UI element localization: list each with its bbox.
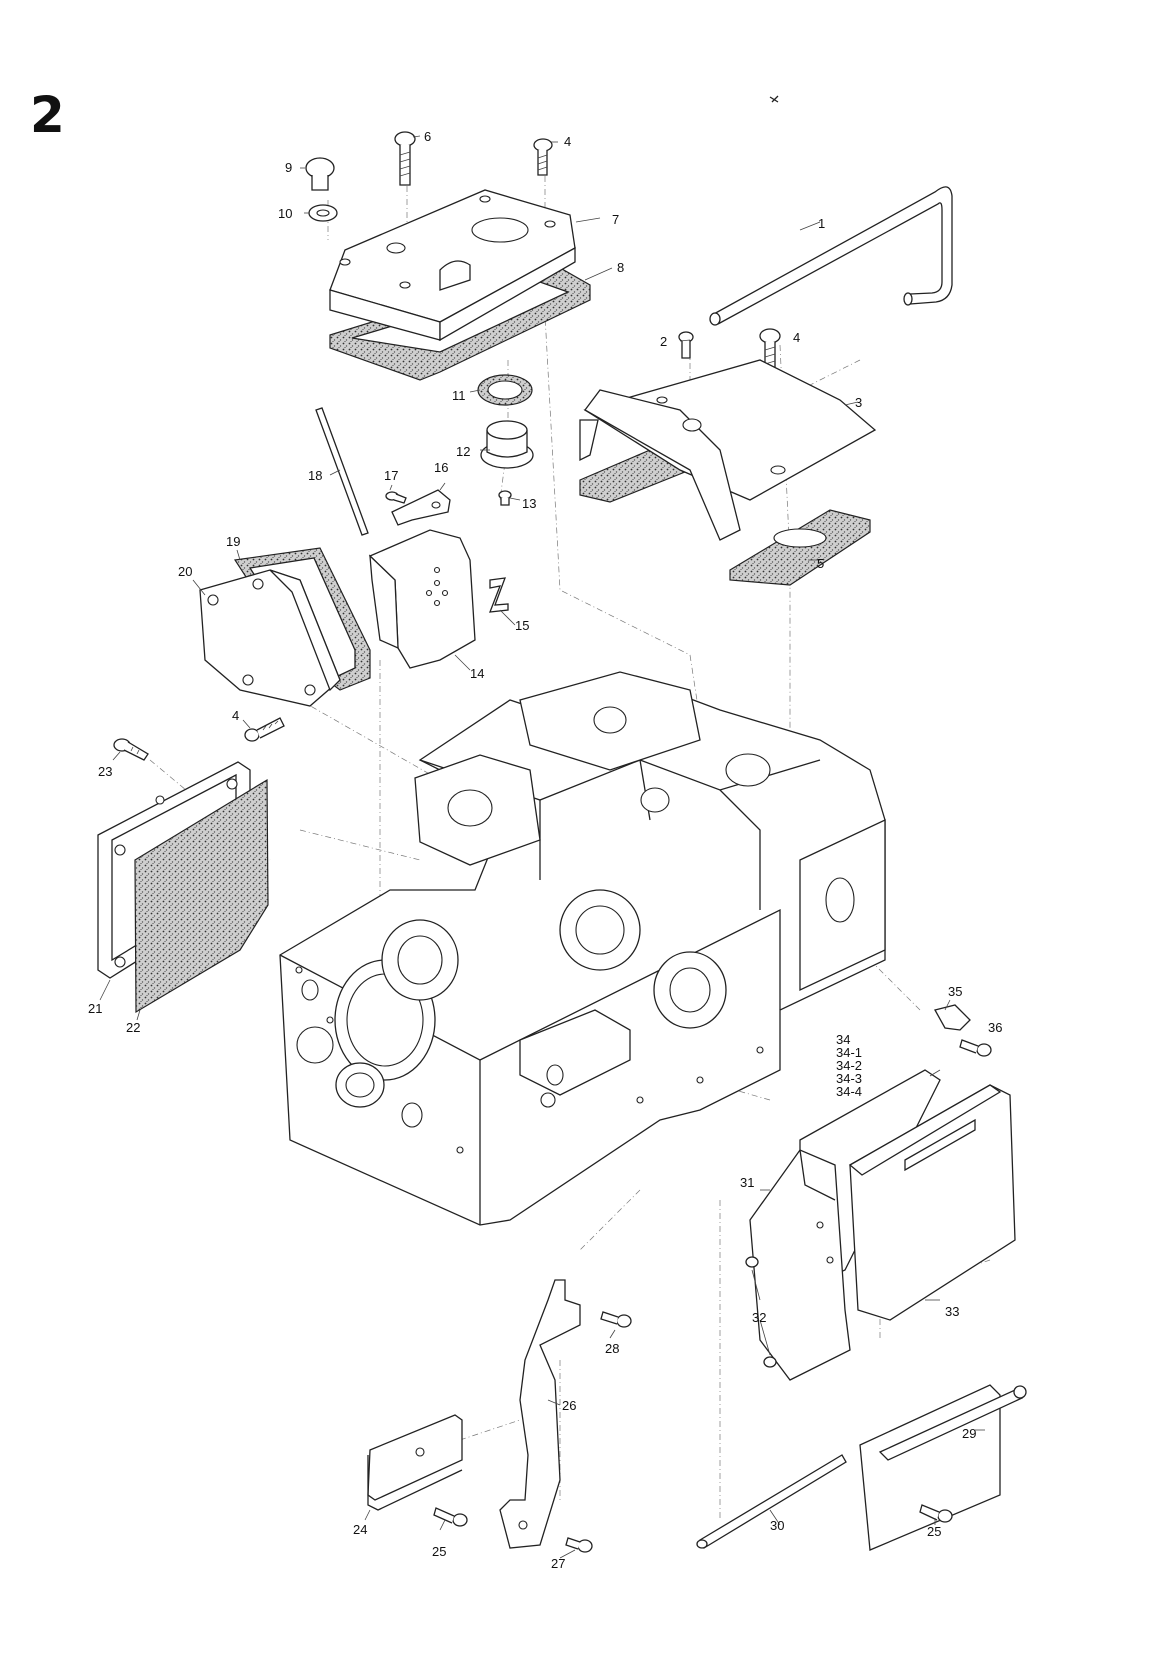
part-5-housing-gasket — [579, 449, 871, 586]
part-9-screw — [305, 157, 335, 191]
part-26-lever — [499, 1279, 581, 1549]
part-4-bolt-top — [533, 138, 553, 176]
part-20-side-cover — [199, 569, 341, 707]
callout-8: 6 — [424, 129, 431, 144]
callout-34-1: 34-1 — [836, 1045, 862, 1060]
callout-3: 3 — [855, 395, 862, 410]
callout-7: 8 — [617, 260, 624, 275]
callout-2: 2 — [660, 334, 667, 349]
callout-35: 35 — [948, 984, 962, 999]
callout-27: 27 — [551, 1556, 565, 1571]
callout-31: 31 — [740, 1175, 754, 1190]
callout-20: 20 — [178, 564, 192, 579]
part-17-screw — [385, 491, 407, 504]
part-31-bracket — [749, 1149, 851, 1381]
part-25-bolt-left — [433, 1507, 468, 1527]
part-11-seal-ring — [477, 374, 533, 406]
part-30-rod — [696, 1454, 847, 1549]
part-28-screw — [600, 1311, 632, 1328]
callout-9: 9 — [285, 160, 292, 175]
page-number: 2 — [30, 86, 65, 144]
callout-26: 26 — [562, 1398, 576, 1413]
part-23-bolt — [113, 738, 149, 761]
callout-16: 16 — [434, 460, 448, 475]
part-4-bolt-right — [759, 328, 781, 371]
callout-34-4: 34-4 — [836, 1084, 862, 1099]
part-24-bracket — [367, 1414, 463, 1511]
part-2-screw — [678, 331, 694, 359]
callout-25: 25 — [432, 1544, 446, 1559]
part-13-screw — [498, 490, 512, 506]
callout-36: 36 — [988, 1020, 1002, 1035]
callout-1: 1 — [818, 216, 825, 231]
part-4-bolt-mid — [244, 717, 285, 742]
callout-14: 14 — [470, 666, 484, 681]
callout-33: 33 — [945, 1304, 959, 1319]
callout-labels: 6 4 9 10 7 8 1 2 4 3 5 11 12 13 16 17 18… — [88, 129, 1002, 1571]
part-25-bolt-right — [919, 1504, 953, 1523]
part-6-top-cover — [329, 189, 576, 342]
callout-4: 4 — [793, 330, 800, 345]
callout-18: 18 — [308, 468, 322, 483]
callout-34: 34 — [836, 1032, 850, 1047]
callout-32: 32 — [752, 1310, 766, 1325]
callout-5: 5 — [817, 556, 824, 571]
callout-4: 4 — [232, 708, 239, 723]
part-10-washer — [308, 204, 338, 222]
callout-29: 29 — [962, 1426, 976, 1441]
callout-23: 23 — [98, 764, 112, 779]
part-22-gasket — [134, 778, 269, 1014]
callout-34-2: 34-2 — [836, 1058, 862, 1073]
callout-30: 30 — [770, 1518, 784, 1533]
callout-19: 19 — [226, 534, 240, 549]
leader-lines — [99, 135, 985, 1559]
callout-21: 21 — [88, 1001, 102, 1016]
part-18-rod — [315, 407, 369, 536]
callout-13: 13 — [522, 496, 536, 511]
crankcase-housing — [279, 671, 886, 1226]
callout-12: 12 — [456, 444, 470, 459]
part-1-breather-pipe — [709, 186, 953, 326]
callout-17: 17 — [384, 468, 398, 483]
callout-24: 24 — [353, 1522, 367, 1537]
part-33-side-cover — [848, 1084, 1016, 1321]
callout-10: 10 — [278, 206, 292, 221]
part-3-housing — [579, 359, 877, 541]
callout-11: 11 — [452, 388, 466, 403]
ink-mark — [769, 95, 779, 103]
part-8-bolt — [394, 131, 416, 186]
part-15-clip — [489, 577, 509, 613]
callout-28: 28 — [605, 1341, 619, 1356]
callout-15: 15 — [515, 618, 529, 633]
part-36-screw — [959, 1039, 992, 1057]
part-35-clip — [934, 1004, 971, 1031]
part-14-plate — [368, 529, 476, 669]
part-16-bracket — [391, 489, 451, 526]
part-12-cap — [480, 420, 534, 469]
callout-22: 22 — [126, 1020, 140, 1035]
callout-6: 7 — [612, 212, 619, 227]
part-32-screws — [745, 1256, 777, 1368]
callout-25: 25 — [927, 1524, 941, 1539]
part-29-shaft-bracket — [859, 1384, 1027, 1551]
callout-4: 4 — [564, 134, 571, 149]
part-27-screw — [565, 1537, 593, 1553]
callout-34-3: 34-3 — [836, 1071, 862, 1086]
